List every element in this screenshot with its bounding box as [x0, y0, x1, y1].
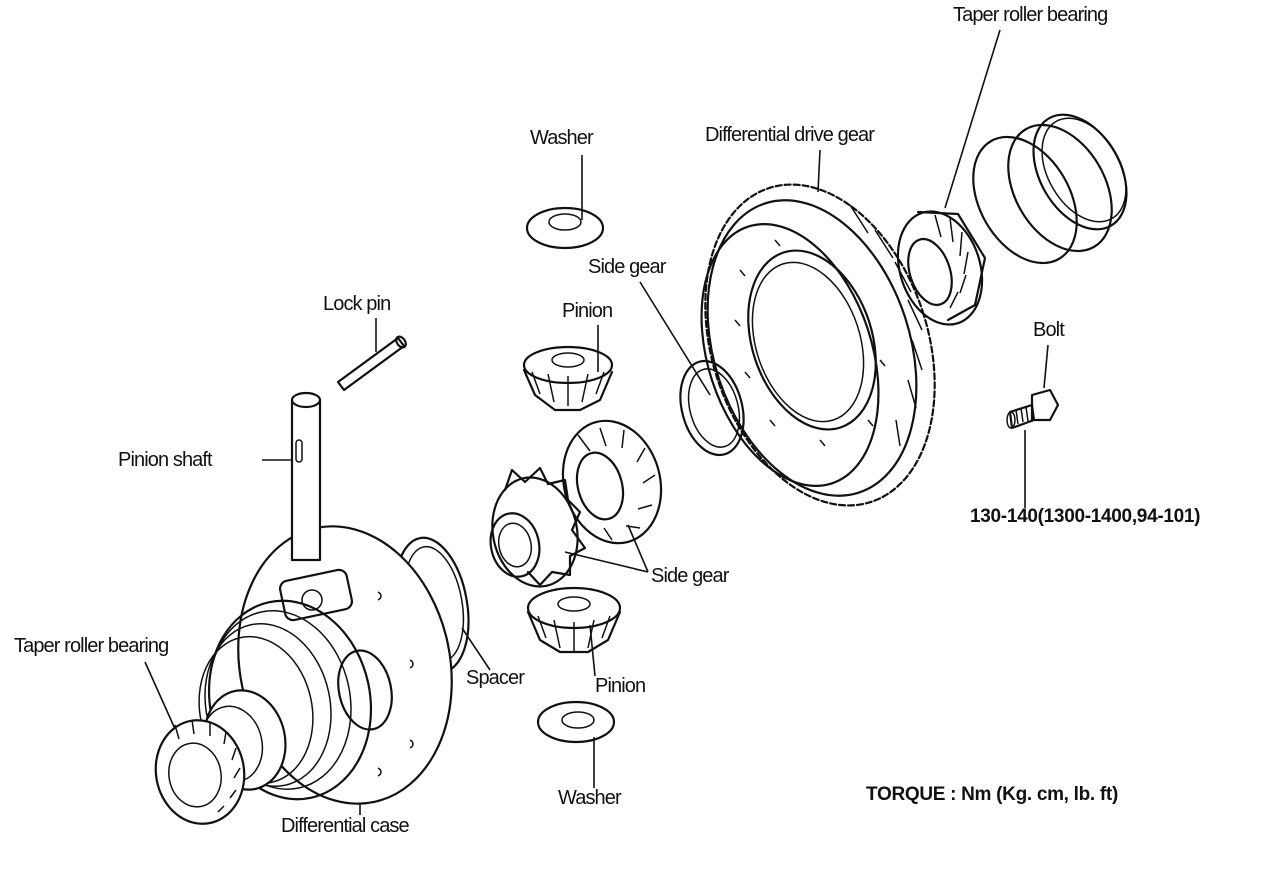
differential-drive-gear-part: [700, 183, 936, 507]
label-bolt-torque: 130-140(1300-1400,94-101): [970, 506, 1201, 527]
side-gear-right-part: [561, 419, 663, 545]
label-pinion-upper: Pinion: [562, 300, 613, 322]
side-gear-left-part: [489, 466, 587, 588]
pinion-shaft-part: [290, 391, 322, 562]
label-pinion-shaft: Pinion shaft: [118, 449, 213, 471]
label-taper-roller-bearing-left: Taper roller bearing: [14, 635, 169, 657]
label-differential-case: Differential case: [281, 815, 410, 837]
label-pinion-lower: Pinion: [595, 675, 646, 697]
taper-roller-bearing-left-part: [154, 719, 246, 825]
bearing-outer-race-top: [972, 113, 1128, 265]
differential-case-part: [198, 525, 453, 805]
label-lock-pin: Lock pin: [323, 293, 391, 315]
label-washer-top: Washer: [530, 127, 594, 149]
label-side-gear-lower: Side gear: [651, 565, 729, 587]
lock-pin-part: [336, 335, 407, 392]
taper-roller-bearing-top-part: [896, 210, 987, 326]
washer-top-part: [525, 206, 605, 250]
label-taper-roller-bearing-top: Taper roller bearing: [953, 4, 1108, 26]
pinion-upper-part: [522, 345, 614, 412]
bolt-part: [1006, 388, 1060, 430]
label-side-gear-upper: Side gear: [588, 256, 666, 278]
label-differential-drive-gear: Differential drive gear: [705, 124, 875, 146]
label-washer-bottom: Washer: [558, 787, 622, 809]
washer-bottom-part: [536, 700, 616, 744]
pinion-lower-part: [526, 586, 622, 654]
label-bolt: Bolt: [1033, 319, 1065, 341]
label-torque-units: TORQUE : Nm (Kg. cm, lb. ft): [866, 784, 1118, 805]
label-spacer: Spacer: [466, 667, 525, 689]
side-gear-thrust-ring: [679, 359, 745, 457]
